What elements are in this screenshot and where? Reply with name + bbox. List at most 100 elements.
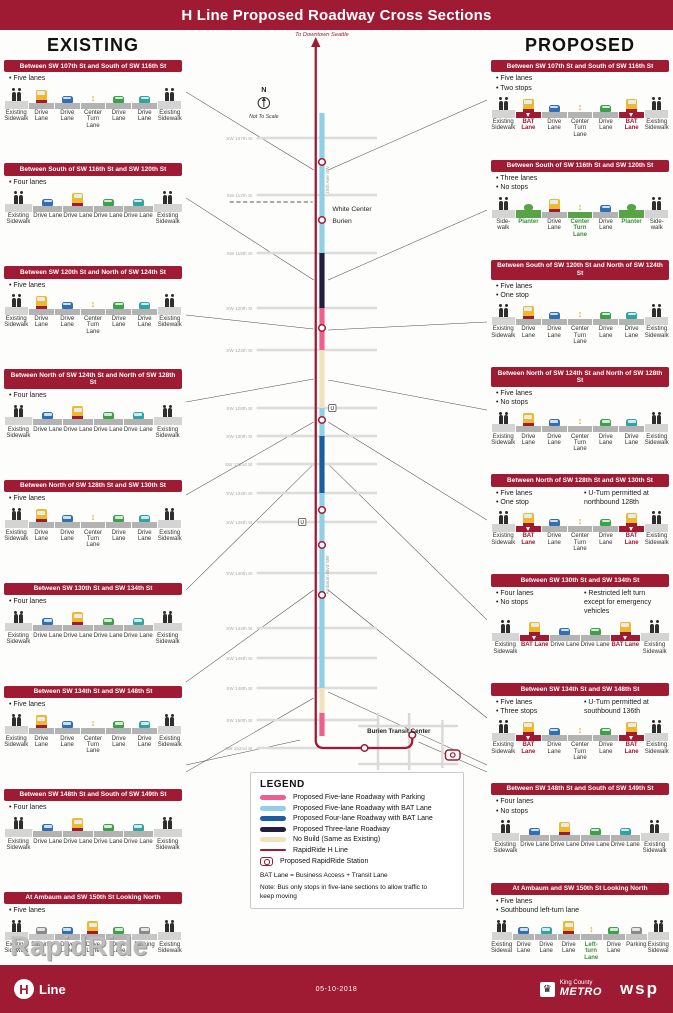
lane-drive: Drive Lane: [29, 713, 55, 755]
pavement: [580, 834, 610, 841]
icon-slot: [132, 507, 158, 523]
lane-label: Drive Lane: [580, 842, 610, 849]
bullet-list: Five lanes: [9, 906, 177, 915]
section-banner: Between South of SW 120th St and North o…: [491, 259, 669, 280]
section-bullets: Four lanes: [4, 176, 182, 188]
bullet-list: Five lanes: [9, 700, 177, 709]
section-card-proposed-4: Between North of SW 124th St and North o…: [491, 367, 669, 453]
pedestrians-icon: [4, 711, 29, 727]
pavement: [644, 732, 669, 741]
corridor-label: 15th Ave SW: [325, 166, 331, 194]
icon-slot: [541, 411, 567, 427]
car-blue-icon: [548, 104, 560, 112]
icon-slot: ↕: [567, 97, 593, 112]
pavement: [29, 728, 54, 735]
pavement: [63, 831, 93, 838]
bullet-item: Four lanes: [9, 178, 177, 187]
lane-label: Center Turn Lane: [570, 533, 589, 553]
pavement: [644, 109, 669, 118]
pavement: [640, 832, 669, 841]
pavement: [491, 209, 515, 218]
bullet-list: U-Turn permitted at northbound 128th: [584, 489, 664, 507]
lane-label: Existing Sidewalk: [491, 326, 516, 339]
bus-icon: [522, 413, 534, 427]
icon-slot: [512, 919, 535, 935]
lane-label: BAT Lane: [521, 742, 536, 755]
icon-slot: ↕: [567, 304, 593, 319]
icon-slot: [106, 88, 132, 103]
metro-label: METRO: [559, 986, 602, 999]
icon-slot: [54, 88, 80, 103]
icon-slot: [610, 620, 640, 635]
lane-label: Drive Lane: [521, 326, 536, 339]
icon-slot: [619, 97, 645, 112]
lane-label: Drive Lane: [123, 426, 153, 433]
car-blue-icon: [548, 419, 560, 427]
section-connector-line: [328, 209, 487, 281]
car-green-icon: [113, 927, 125, 935]
lane-label: Drive Lane: [93, 838, 123, 845]
lane-label: Drive Lane: [580, 642, 610, 649]
king-county-label: King County: [559, 979, 593, 986]
icon-slot: [29, 713, 55, 729]
pavement: [63, 419, 93, 426]
section-card-proposed-1: Between SW 107th St and South of SW 116t…: [491, 60, 669, 138]
lane-label: Existing Sidewalk: [491, 433, 516, 446]
station-swatch-icon: [260, 857, 273, 866]
bullet-item: Four lanes: [9, 597, 177, 606]
pavement: [644, 424, 669, 433]
pavement: [491, 732, 515, 741]
legend-item: Proposed Four-lane Roadway with BAT Lane: [260, 815, 454, 822]
pavement: [80, 102, 106, 109]
lane-drive: Drive Lane: [593, 197, 619, 239]
lane-leftturn: ↕Left-turn Lane: [580, 919, 603, 961]
icon-slot: [123, 191, 153, 206]
lane-label: BAT Lane: [624, 119, 639, 132]
legend-label: Proposed Three-lane Roadway: [293, 825, 390, 833]
pavement: [619, 426, 644, 433]
pavement: [491, 523, 515, 532]
bullet-item: Five lanes: [496, 489, 576, 498]
car-green-icon: [102, 618, 114, 626]
lane-drive: Drive Lane: [63, 191, 93, 233]
pedestrians-icon: [4, 86, 29, 101]
icon-slot: [541, 511, 567, 526]
lane-label: Center Turn Lane: [83, 735, 102, 755]
pavement: [93, 831, 123, 838]
lane-label: Existing Sidewalk: [493, 842, 518, 855]
car-teal-icon: [132, 824, 144, 832]
bus-icon: [626, 512, 638, 526]
section-card-proposed-8: Between SW 148th St and South of SW 149t…: [491, 782, 669, 861]
pavement: [4, 520, 28, 529]
icon-slot: ↕: [567, 511, 593, 526]
pavement: [93, 205, 123, 212]
north-label: N: [261, 86, 266, 94]
lane-label: Drive Lane: [33, 838, 63, 845]
lane-sidewalk: Existing Sidewalk: [153, 402, 182, 446]
turn-arrows-icon: ↕: [90, 718, 96, 729]
icon-slot: [132, 713, 158, 729]
lane-label: Existing Sidewalk: [4, 735, 29, 749]
legend-notes: BAT Lane = Business Access + Transit Lan…: [260, 872, 454, 901]
section-banner: Between South of SW 116th St and SW 120t…: [4, 163, 182, 176]
bullet-item: Five lanes: [496, 389, 664, 398]
lane-label: Center Turn Lane: [570, 326, 589, 345]
lane-label: Existing Sidewalk: [4, 316, 29, 329]
turn-arrows-icon: ↕: [90, 92, 96, 103]
lane-sidewalk: Existing Sidewalk: [4, 917, 29, 961]
rapidride-station-icon: [360, 744, 369, 752]
legend-label: Proposed Five-lane Roadway with Parking: [293, 794, 425, 801]
lane-sidewalk: Existing Sidewalk: [648, 917, 669, 961]
pavement: [593, 111, 619, 118]
lane-label: Drive Lane: [598, 219, 613, 232]
pavement: [491, 632, 520, 641]
icon-slot: [516, 411, 542, 427]
pavement: [29, 308, 54, 315]
bullet-list: Four lanes: [9, 803, 177, 812]
icon-slot: [80, 919, 106, 935]
boundary-label-burien: Burien: [332, 218, 352, 225]
car-green-icon: [600, 419, 612, 427]
lane-sidewalk: Existing Sidewalk: [644, 509, 669, 553]
lane-label: Drive Lane: [598, 742, 613, 755]
